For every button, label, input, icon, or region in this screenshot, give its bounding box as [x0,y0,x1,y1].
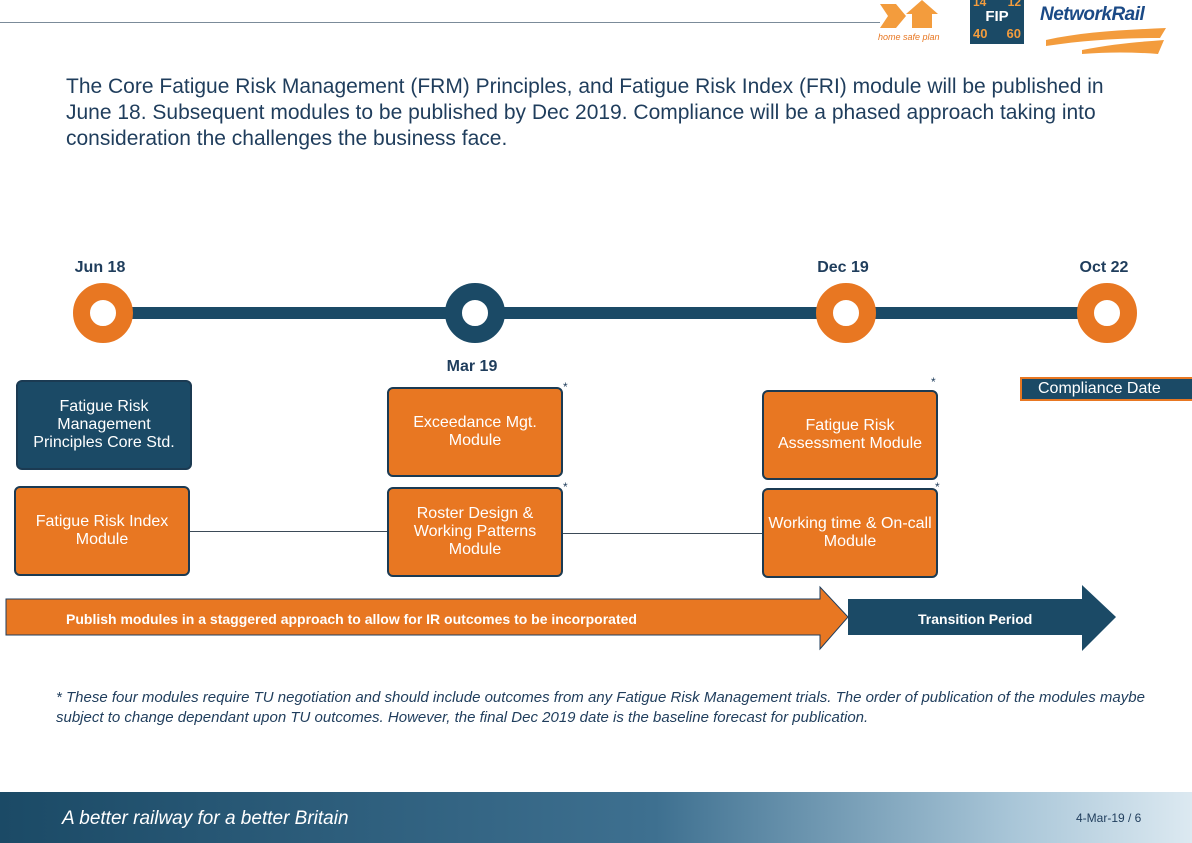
home-safe-plan-icon [880,0,938,28]
network-rail-logo: NetworkRail [1040,0,1170,56]
date-label-jun-18: Jun 18 [74,259,126,276]
header-rule [0,22,880,23]
connector-fri-roster [190,531,388,532]
asterisk-roster: * [563,480,568,494]
asterisk-working-time: * [935,480,940,494]
box-working-time-module-label: Working time & On-call Module [768,515,932,550]
publish-arrow-shape [5,585,849,651]
footnote: * These four modules require TU negotiat… [56,689,1145,726]
box-roster-module: Roster Design & Working Patterns Module [387,487,563,577]
box-exceedance-module: Exceedance Mgt. Module [387,387,563,477]
box-frm-core-std-label: Fatigue Risk Management Principles Core … [33,398,175,451]
compliance-date-tag: Compliance Date [1020,377,1192,401]
connector-roster-working-time [562,533,763,534]
date-label-oct-22: Oct 22 [1079,259,1129,276]
box-frm-core-std: Fatigue Risk Management Principles Core … [16,380,192,470]
timeline-bar [103,307,1107,319]
home-safe-plan-text: home safe plan [878,32,940,42]
fip-top-right: 12 [1007,0,1021,9]
transition-arrow-shape [848,585,1116,651]
date-label-dec-19: Dec 19 [817,259,869,276]
milestone-oct-22 [1077,283,1137,343]
box-fra-module-label: Fatigue Risk Assessment Module [777,417,923,452]
box-fri-module: Fatigue Risk Index Module [14,486,190,576]
milestone-mar-19 [445,283,505,343]
fip-bottom-left: 40 [973,26,988,41]
fip-middle: FIP [985,8,1009,25]
network-rail-logo-text: NetworkRail [1040,4,1145,25]
footer-page-info: 4-Mar-19 / 6 [1076,811,1142,825]
milestone-dec-19 [816,283,876,343]
intro-paragraph: The Core Fatigue Risk Management (FRM) P… [66,75,1104,150]
transition-arrow-text: Transition Period [918,611,1033,627]
phase-arrows [5,585,1116,651]
milestone-jun-18 [73,283,133,343]
asterisk-exceedance: * [563,380,568,394]
footer-tagline: A better railway for a better Britain [62,808,349,829]
asterisk-fra: * [931,375,936,389]
box-fra-module: Fatigue Risk Assessment Module [762,390,938,480]
publish-arrow-text: Publish modules in a staggered approach … [66,611,637,627]
fip-logo: 14 12 FIP 40 60 [970,0,1024,44]
box-exceedance-module-label: Exceedance Mgt. Module [413,414,537,449]
box-fri-module-label: Fatigue Risk Index Module [35,513,169,548]
date-label-mar-19: Mar 19 [446,358,498,375]
box-roster-module-label: Roster Design & Working Patterns Module [413,505,537,558]
footer-band: A better railway for a better Britain 4-… [0,792,1192,843]
network-rail-swoosh-icon [1046,28,1166,54]
home-safe-plan-logo: home safe plan [878,0,948,44]
fip-top-left: 14 [973,0,987,9]
box-working-time-module: Working time & On-call Module [762,488,938,578]
fip-bottom-right: 60 [1006,26,1021,41]
